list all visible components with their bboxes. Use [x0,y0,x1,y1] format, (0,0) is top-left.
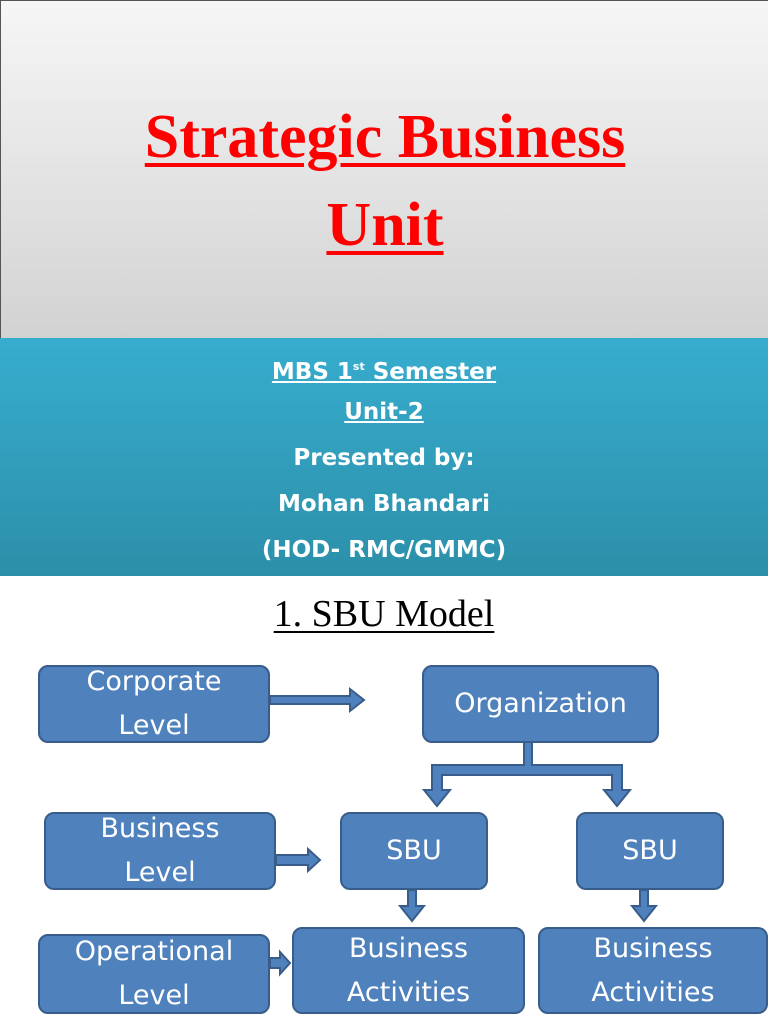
sbu-right-box: SBU [576,812,724,890]
presenter-name: Mohan Bhandari [278,491,490,517]
sbu-left-box: SBU [340,812,488,890]
info-band: MBS 1st Semester Unit-2 Presented by: Mo… [0,338,768,576]
course-line: MBS 1st Semester [271,359,497,385]
arrow-sbu-right-to-activities [629,889,659,923]
title-line-2: Unit [326,191,444,259]
arrow-operational-to-activities [269,949,292,977]
operational-level-box: Operational Level [38,934,270,1014]
unit-line: Unit-2 [344,399,424,425]
arrow-business-to-sbu [275,846,322,874]
business-level-box: Business Level [44,812,276,890]
presenter-affiliation: (HOD- RMC/GMMC) [261,537,507,563]
business-activities-right-box: Business Activities [538,927,768,1014]
organization-box: Organization [422,665,659,743]
corporate-level-box: Corporate Level [38,665,270,743]
arrow-corporate-to-organization [269,686,366,714]
title-slide: Strategic Business Unit [0,0,768,338]
arrow-sbu-left-to-activities [397,889,427,923]
course-superscript: st [352,360,365,373]
slide-title: Strategic Business Unit [1,93,768,269]
connector-organization-split [421,741,633,808]
section-title: 1. SBU Model [273,593,495,635]
title-line-1: Strategic Business [144,103,626,171]
presented-by-line: Presented by: [293,445,475,471]
business-activities-left-box: Business Activities [292,927,525,1014]
